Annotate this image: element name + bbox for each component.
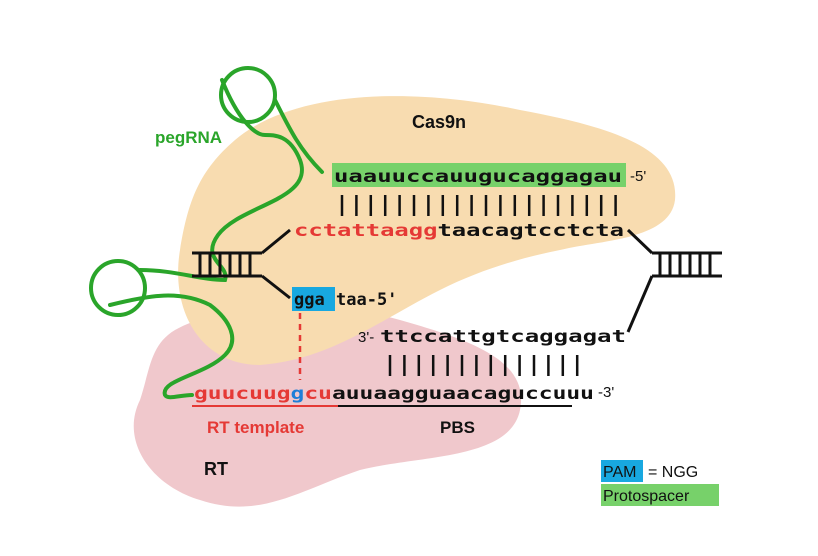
pegrna-hairpin-loop-top — [219, 66, 277, 124]
top-strand-black: taacagtcctcta — [437, 221, 624, 241]
protospacer-highlight — [332, 163, 626, 187]
pam-tail: taa-5' — [336, 290, 397, 310]
pegrna-hairpin-loop-bottom — [89, 259, 147, 317]
left-dna-duplex — [192, 228, 291, 300]
pam-highlight — [292, 287, 335, 311]
pegrna-extension-end: -3' — [598, 384, 614, 401]
pegrna-backbone — [108, 78, 324, 400]
legend-pam-swatch — [601, 460, 643, 482]
pegrna-red-part-1: guucuug — [194, 384, 291, 404]
right-dna-duplex — [626, 228, 722, 333]
pbs-label: PBS — [440, 418, 475, 437]
pegrna-edit-nucleotide: g — [291, 384, 305, 404]
pegrna-black-part: auuaagguaacaguccuuu — [332, 384, 594, 404]
legend-pam-equation: = NGG — [648, 464, 698, 481]
cas9n-label: Cas9n — [412, 112, 466, 132]
legend-protospacer-swatch — [601, 484, 719, 506]
rt-template-label: RT template — [207, 418, 304, 437]
pam-sequence: gga — [294, 290, 325, 310]
pbs-base-pairs — [388, 355, 579, 376]
top-base-pairs — [340, 195, 617, 216]
protospacer-rna-end: -5' — [630, 168, 646, 185]
rt-label: RT — [204, 459, 228, 479]
pegrna-red-part-2: cu — [304, 384, 332, 404]
legend-pam-label: PAM — [603, 464, 636, 481]
legend-protospacer-label: Protospacer — [603, 488, 690, 505]
nicked-strand-sequence: ttccattgtcaggagat — [380, 327, 626, 347]
nicked-strand-prefix: 3'- — [358, 329, 374, 346]
top-strand-red: cctattaagg — [294, 221, 437, 241]
pegrna-label: pegRNA — [155, 128, 222, 147]
protospacer-rna-sequence: uaauuccauugucaggagau — [334, 167, 622, 187]
